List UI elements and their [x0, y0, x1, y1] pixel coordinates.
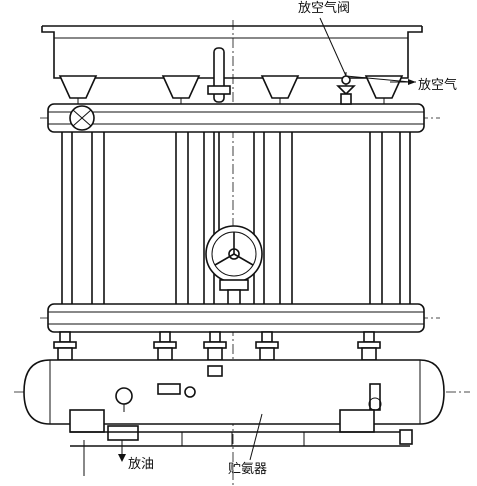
lower-header-pipe	[47, 303, 425, 333]
receiver-leader-line	[249, 413, 263, 461]
vent-air-label: 放空气	[418, 78, 458, 93]
vertical-tube-bundle	[61, 132, 411, 304]
base-frame	[69, 409, 413, 447]
drain-oil-outlet	[83, 440, 126, 476]
upper-handwheel	[69, 105, 95, 131]
leader-lines	[319, 17, 416, 85]
drain-oil-label: 放油	[128, 457, 155, 472]
ammonia-receiver-label: 贮氨器	[228, 462, 268, 477]
upper-header-pipe	[47, 103, 425, 133]
top-water-tank	[41, 25, 423, 79]
vent-valve-label: 放空气阀	[298, 1, 351, 16]
distribution-funnels	[58, 75, 404, 110]
receiver-nozzles	[53, 331, 381, 361]
ammonia-receiver-tank	[23, 359, 445, 425]
receiver-fittings	[115, 365, 382, 412]
central-level-tube	[207, 47, 231, 230]
